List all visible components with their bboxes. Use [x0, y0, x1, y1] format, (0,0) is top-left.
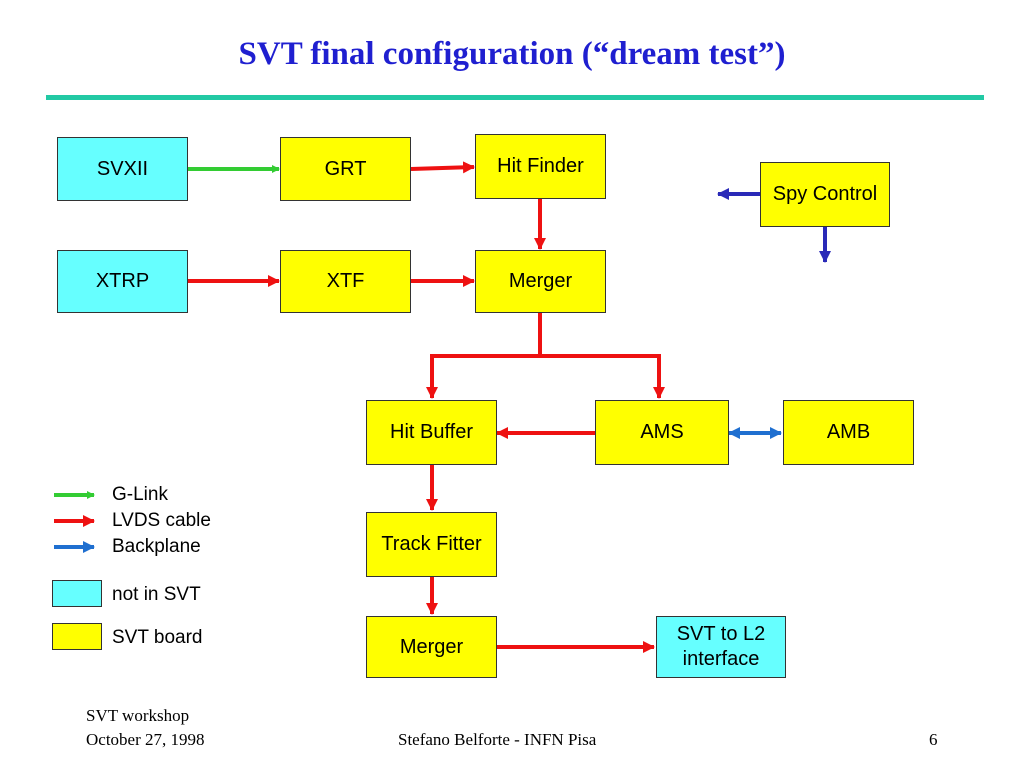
legend-svt-board-label: SVT board: [112, 627, 203, 648]
grt-box: GRT: [280, 137, 411, 201]
arrow-merger-ams: [540, 354, 665, 399]
footer-page-number: 6: [929, 730, 938, 749]
legend-backplane-label: Backplane: [112, 536, 201, 557]
arrow-grt-hitfinder: [410, 161, 475, 174]
amb-box: AMB: [783, 400, 914, 465]
footer-event: SVT workshop: [86, 706, 190, 725]
legend-not-in-svt-label: not in SVT: [112, 584, 201, 605]
xtrp-box: XTRP: [57, 250, 188, 313]
arrow-merger-split: [426, 313, 542, 399]
spy-control-box: Spy Control: [760, 162, 890, 227]
title-divider: [46, 95, 984, 100]
xtf-box: XTF: [280, 250, 411, 313]
hit-finder-box: Hit Finder: [475, 134, 606, 199]
hit-buffer-box: Hit Buffer: [366, 400, 497, 465]
legend-glink-label: G-Link: [112, 484, 168, 505]
legend-svt-board-swatch: [52, 623, 102, 650]
svxii-box: SVXII: [57, 137, 188, 201]
legend-not-in-svt-swatch: [52, 580, 102, 607]
legend-lvds-label: LVDS cable: [112, 510, 211, 531]
footer-author: Stefano Belforte - INFN Pisa: [398, 730, 597, 749]
svt-to-l2-box: SVT to L2 interface: [656, 616, 786, 678]
ams-box: AMS: [595, 400, 729, 465]
merger-top-box: Merger: [475, 250, 606, 313]
footer-date: October 27, 1998: [86, 730, 205, 749]
slide-title: SVT final configuration (“dream test”): [238, 36, 786, 72]
merger-bottom-box: Merger: [366, 616, 497, 678]
track-fitter-box: Track Fitter: [366, 512, 497, 577]
